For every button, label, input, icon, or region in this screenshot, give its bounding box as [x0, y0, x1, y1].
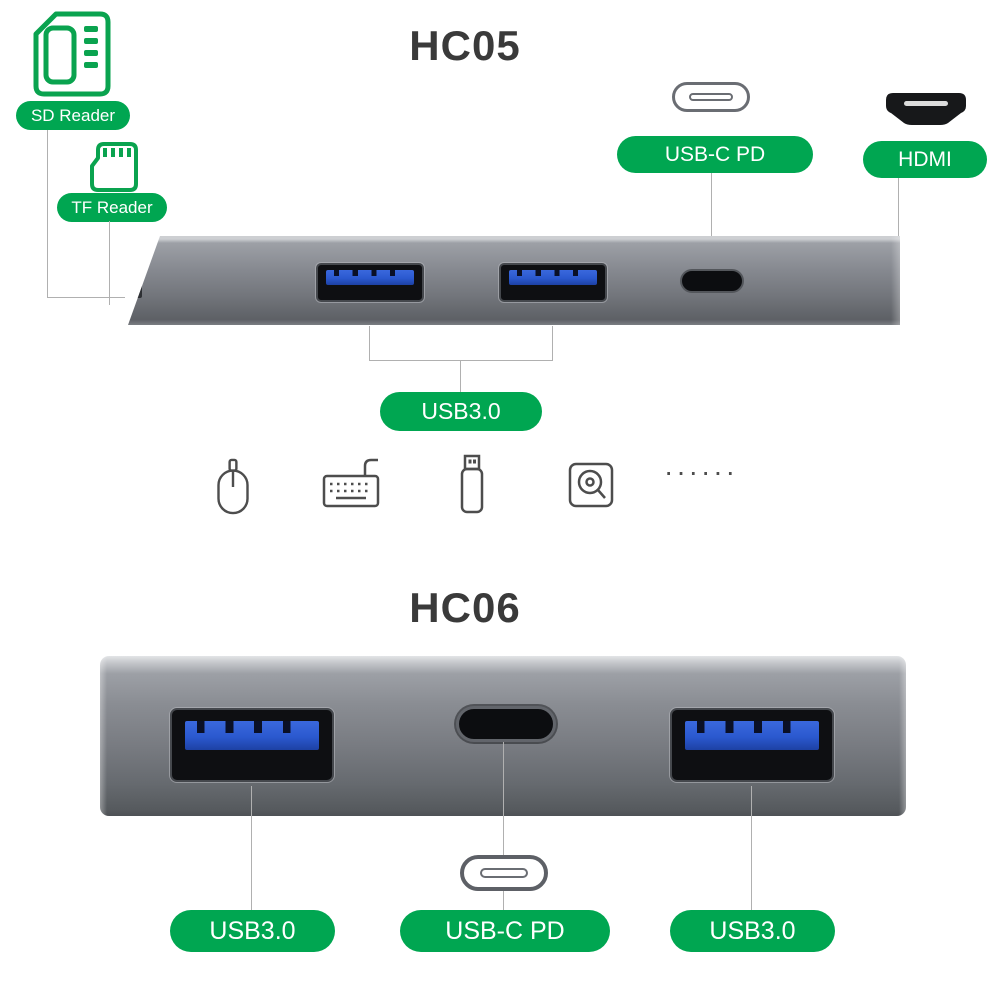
- hdmi-badge: HDMI: [863, 141, 987, 178]
- usb-a-tongue: [184, 720, 320, 750]
- usb-a-pins: [196, 720, 308, 733]
- usb-flash-drive-icon: [458, 454, 486, 516]
- usb3-callout-line: [460, 360, 461, 392]
- tf-callout-line: [109, 221, 110, 305]
- usb3-callout-line: [369, 360, 553, 361]
- usb-c-pd-badge: USB-C PD: [400, 910, 610, 952]
- hc06-title: HC06: [409, 584, 521, 631]
- usb-c-pd-callout-line: [503, 891, 504, 910]
- usb-a-tongue: [684, 720, 820, 750]
- ellipsis-dots: ······: [664, 456, 738, 487]
- usb-a-port: [499, 263, 607, 302]
- keyboard-icon: [322, 452, 382, 510]
- usb-a-tongue: [509, 270, 597, 285]
- hdmi-callout-line: [898, 178, 899, 290]
- usb-c-pd-callout-line: [503, 742, 504, 855]
- usb-c-port: [680, 269, 744, 293]
- usb-c-connector-slot: [689, 92, 733, 102]
- tf-reader-badge: TF Reader: [57, 193, 167, 222]
- hc05-title: HC05: [409, 22, 521, 69]
- usb-a-pins: [517, 270, 589, 277]
- usb-a-port: [670, 708, 834, 782]
- hc06-hub-device: [100, 656, 906, 816]
- usb-c-connector-icon: [672, 82, 750, 112]
- usb3-callout-line: [552, 326, 553, 360]
- usb-c-connector-slot: [480, 868, 528, 878]
- usb-c-pd-callout-line: [711, 173, 712, 269]
- usb-c-connector-icon: [460, 855, 548, 891]
- sd-callout-line: [47, 130, 48, 297]
- tf-card-icon: [86, 140, 142, 194]
- usb-a-port: [316, 263, 424, 302]
- usb3-badge: USB3.0: [380, 392, 542, 431]
- usb3-callout-line: [369, 326, 370, 360]
- usb3-callout-line: [751, 786, 752, 910]
- side-card-slot: [133, 284, 142, 298]
- usb-a-pins: [334, 270, 406, 277]
- usb-c-pd-badge: USB-C PD: [617, 136, 813, 173]
- usb-c-port: [456, 706, 556, 742]
- hc05-hub-device: [128, 236, 900, 325]
- hdmi-connector-icon: [886, 93, 966, 127]
- sd-card-icon: [30, 10, 114, 98]
- sd-callout-line: [47, 297, 125, 298]
- hard-drive-icon: [568, 462, 614, 508]
- mouse-icon: [213, 458, 253, 516]
- sd-reader-badge: SD Reader: [16, 101, 130, 130]
- usb-a-pins: [696, 720, 808, 733]
- usb3-callout-line: [251, 786, 252, 910]
- usb3-badge: USB3.0: [670, 910, 835, 952]
- usb-a-tongue: [326, 270, 414, 285]
- usb3-badge: USB3.0: [170, 910, 335, 952]
- usb-a-port: [170, 708, 334, 782]
